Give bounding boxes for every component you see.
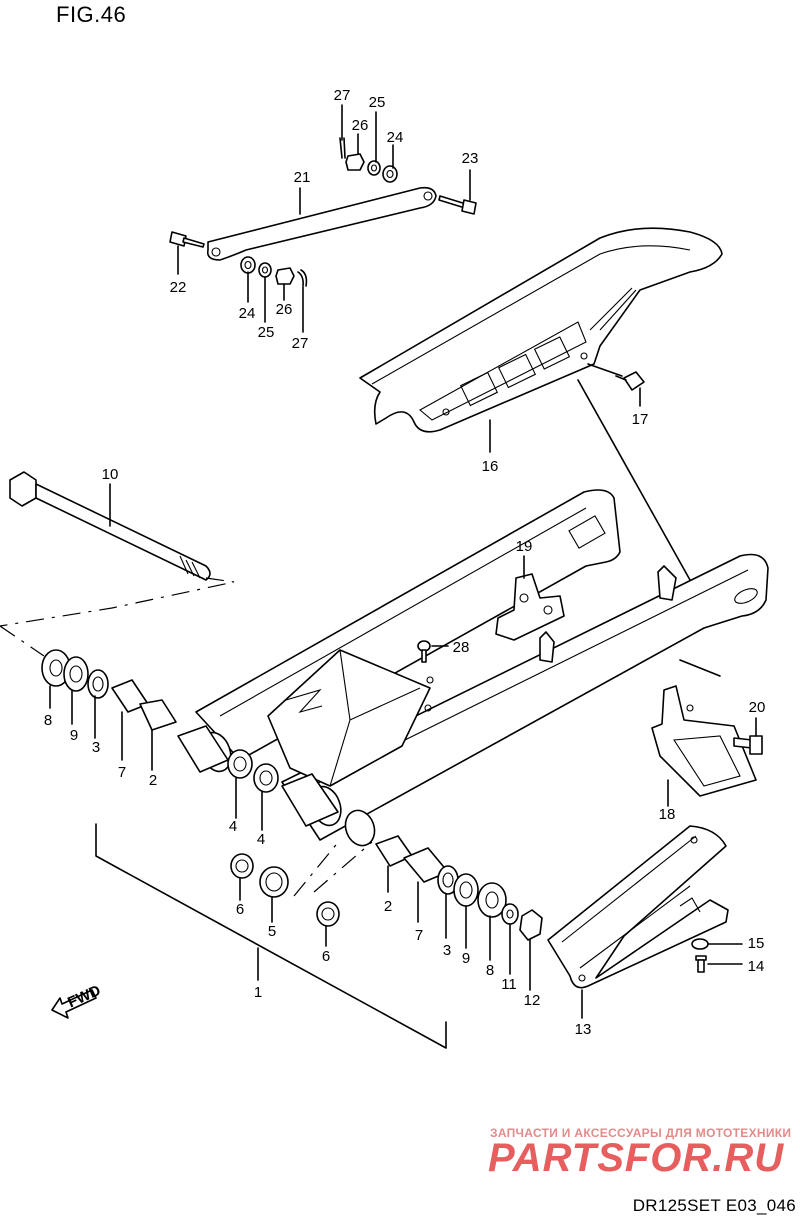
bolt-23-icon[interactable] xyxy=(438,195,477,215)
bushing-2-icon[interactable] xyxy=(139,699,177,731)
bearing-3b-icon[interactable] xyxy=(437,865,459,895)
callout-16: 16 xyxy=(482,458,499,475)
seal-9-icon[interactable] xyxy=(63,656,89,692)
callout-14: 14 xyxy=(748,958,765,975)
screw-14-icon[interactable] xyxy=(695,955,707,973)
chain-guard-18[interactable] xyxy=(651,685,757,797)
callout-9: 9 xyxy=(70,727,78,744)
figure-title: FIG.46 xyxy=(56,2,127,27)
watermark-tagline: ЗАПЧАСТИ И АКСЕССУАРЫ ДЛЯ МОТОТЕХНИКИ xyxy=(490,1126,792,1140)
screw-28-icon[interactable] xyxy=(417,640,431,663)
callout-8: 8 xyxy=(486,962,494,979)
washer-15-icon[interactable] xyxy=(691,938,709,950)
callout-13: 13 xyxy=(575,1021,592,1038)
callout-7: 7 xyxy=(118,764,126,781)
washer-11-icon[interactable] xyxy=(501,903,519,925)
leader-18-in xyxy=(679,659,721,677)
callout-25: 25 xyxy=(369,94,386,111)
bearing-3-icon[interactable] xyxy=(87,669,109,699)
torque-rod-21[interactable] xyxy=(206,186,437,261)
callout-18: 18 xyxy=(659,806,676,823)
callout-5: 5 xyxy=(268,923,276,940)
bolt-20-icon[interactable] xyxy=(733,735,763,755)
swingarm-body-1[interactable] xyxy=(177,489,769,850)
callout-23: 23 xyxy=(462,150,479,167)
callout-26: 26 xyxy=(352,117,369,134)
callout-26: 26 xyxy=(276,301,293,318)
callout-15: 15 xyxy=(748,935,765,952)
bolt-22-icon[interactable] xyxy=(169,231,205,248)
callout-10: 10 xyxy=(102,466,119,483)
centerline-mid xyxy=(293,839,373,897)
callout-28: 28 xyxy=(453,639,470,656)
callout-24: 24 xyxy=(239,305,256,322)
callout-4: 4 xyxy=(257,831,265,848)
callout-8: 8 xyxy=(44,712,52,729)
leader-16-to-arm xyxy=(577,379,691,581)
callout-6: 6 xyxy=(322,948,330,965)
bracket-19[interactable] xyxy=(495,573,565,641)
fwd-arrow-icon xyxy=(51,989,97,1019)
chain-case-16[interactable] xyxy=(359,227,723,433)
document-code: DR125SET E03_046 xyxy=(632,1196,796,1215)
callout-11: 11 xyxy=(501,976,517,993)
watermark-logo: PARTSFOR.RU xyxy=(488,1136,785,1180)
cotter-pin-27-icon[interactable] xyxy=(297,137,346,287)
callout-25: 25 xyxy=(258,324,275,341)
nut-12-icon[interactable] xyxy=(519,909,543,941)
lock-washer-25-icon[interactable] xyxy=(258,160,381,278)
leader-17-in xyxy=(587,363,623,377)
callout-17: 17 xyxy=(632,411,649,428)
callout-27: 27 xyxy=(292,335,309,352)
callout-21: 21 xyxy=(294,169,311,186)
chain-buffer-13[interactable] xyxy=(547,825,729,989)
callout-4: 4 xyxy=(229,818,237,835)
callout-3: 3 xyxy=(443,942,451,959)
pivot-bolt-10[interactable] xyxy=(9,471,211,581)
assembly-bracket-1 xyxy=(95,823,447,1049)
callout-2: 2 xyxy=(384,898,392,915)
fwd-label: FWD xyxy=(65,982,103,1011)
callout-7: 7 xyxy=(415,927,423,944)
washer-8b-icon[interactable] xyxy=(477,882,507,918)
callout-20: 20 xyxy=(749,699,766,716)
bearing-6-icon[interactable] xyxy=(230,853,340,927)
screw-17-icon[interactable] xyxy=(615,371,645,391)
bearing-4-icon[interactable] xyxy=(227,749,279,793)
needle-bearing-5-icon[interactable] xyxy=(259,866,289,898)
callout-22: 22 xyxy=(170,279,187,296)
callout-24: 24 xyxy=(387,129,404,146)
callout-19: 19 xyxy=(516,538,533,555)
centerline-left-2 xyxy=(0,625,45,657)
castle-nut-26-icon[interactable] xyxy=(275,153,365,285)
washer-24-icon[interactable] xyxy=(240,165,398,274)
callout-9: 9 xyxy=(462,950,470,967)
callout-12: 12 xyxy=(524,992,541,1009)
callout-2: 2 xyxy=(149,772,157,789)
seal-9b-icon[interactable] xyxy=(453,873,479,907)
centerline-left xyxy=(0,577,235,627)
callout-3: 3 xyxy=(92,739,100,756)
callout-6: 6 xyxy=(236,901,244,918)
callout-1: 1 xyxy=(254,984,262,1001)
callout-27: 27 xyxy=(334,87,351,104)
